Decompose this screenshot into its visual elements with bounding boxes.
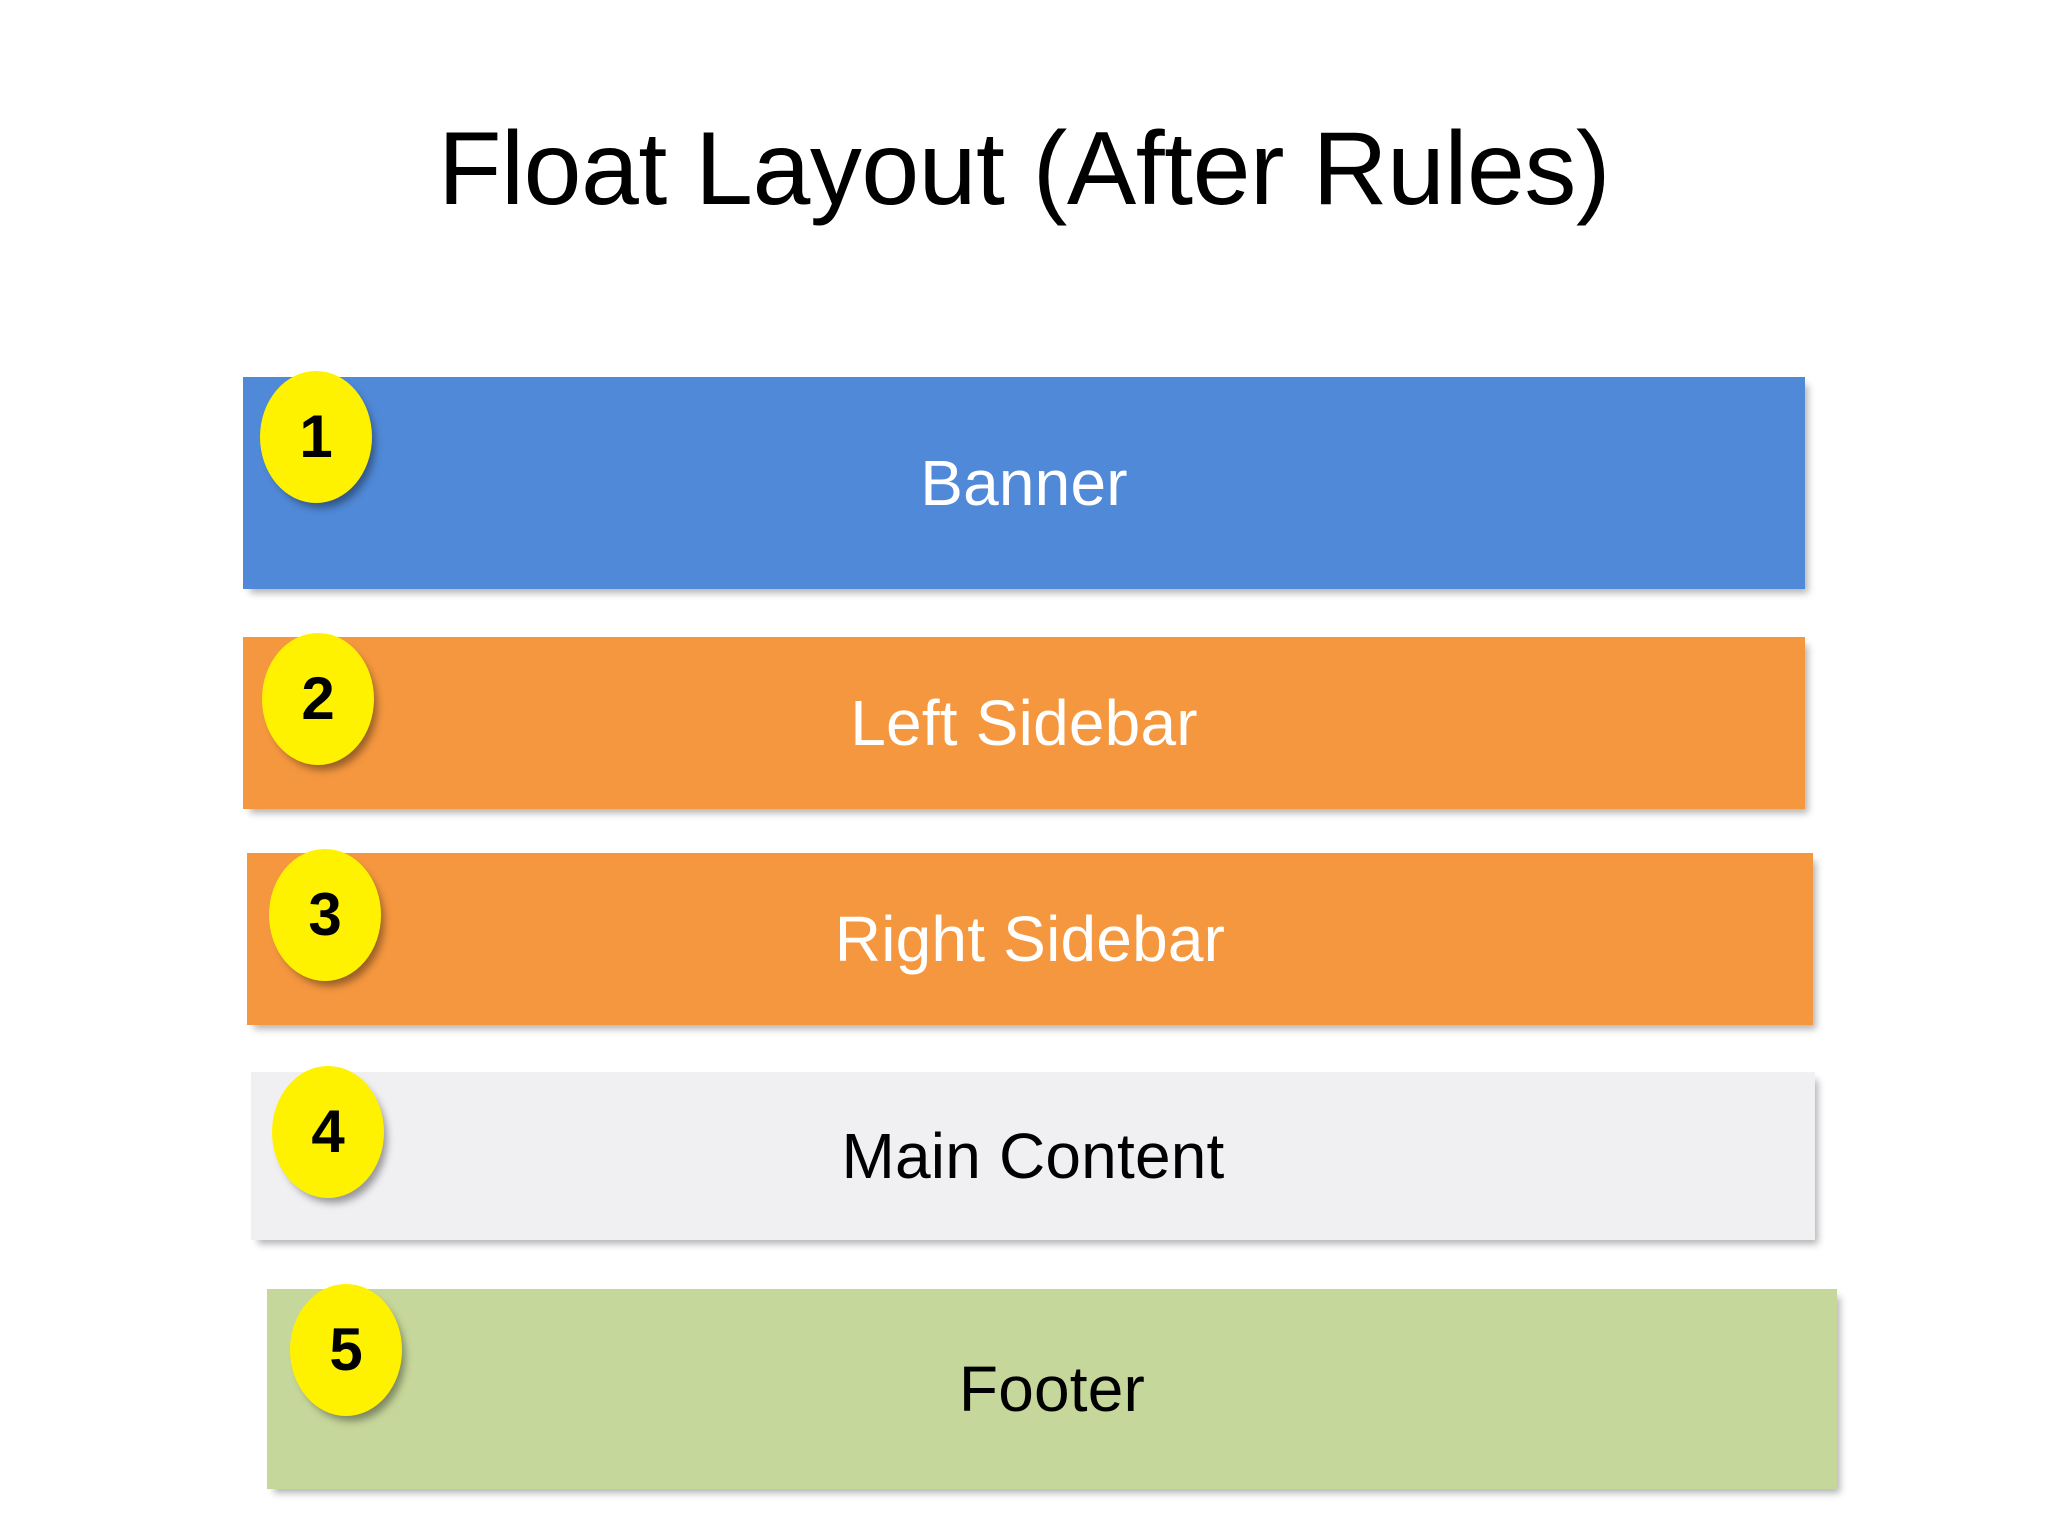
step-badge-5[interactable]: 5 [290,1284,402,1416]
layout-bar-label-banner: Banner [920,447,1128,519]
step-badge-2[interactable]: 2 [262,633,374,765]
layout-bar-right-sidebar[interactable]: Right Sidebar [247,853,1813,1025]
step-badge-4[interactable]: 4 [272,1066,384,1198]
layout-bar-banner[interactable]: Banner [243,377,1805,589]
page-title: Float Layout (After Rules) [438,111,1610,227]
step-badge-number-2: 2 [301,665,335,732]
step-badge-number-5: 5 [329,1316,363,1383]
step-badge-number-4: 4 [311,1098,345,1165]
layout-bar-label-right-sidebar: Right Sidebar [834,903,1226,975]
layout-bar-main-content[interactable]: Main Content [251,1072,1815,1240]
layout-bar-label-main-content: Main Content [841,1120,1225,1192]
step-badge-3[interactable]: 3 [269,849,381,981]
step-badge-number-1: 1 [299,403,333,470]
step-badge-1[interactable]: 1 [260,371,372,503]
layout-bar-label-footer: Footer [958,1353,1146,1425]
step-badge-number-3: 3 [308,881,342,948]
layout-bar-left-sidebar[interactable]: Left Sidebar [243,637,1805,809]
layout-bar-label-left-sidebar: Left Sidebar [850,687,1198,759]
layout-bar-footer[interactable]: Footer [267,1289,1837,1489]
